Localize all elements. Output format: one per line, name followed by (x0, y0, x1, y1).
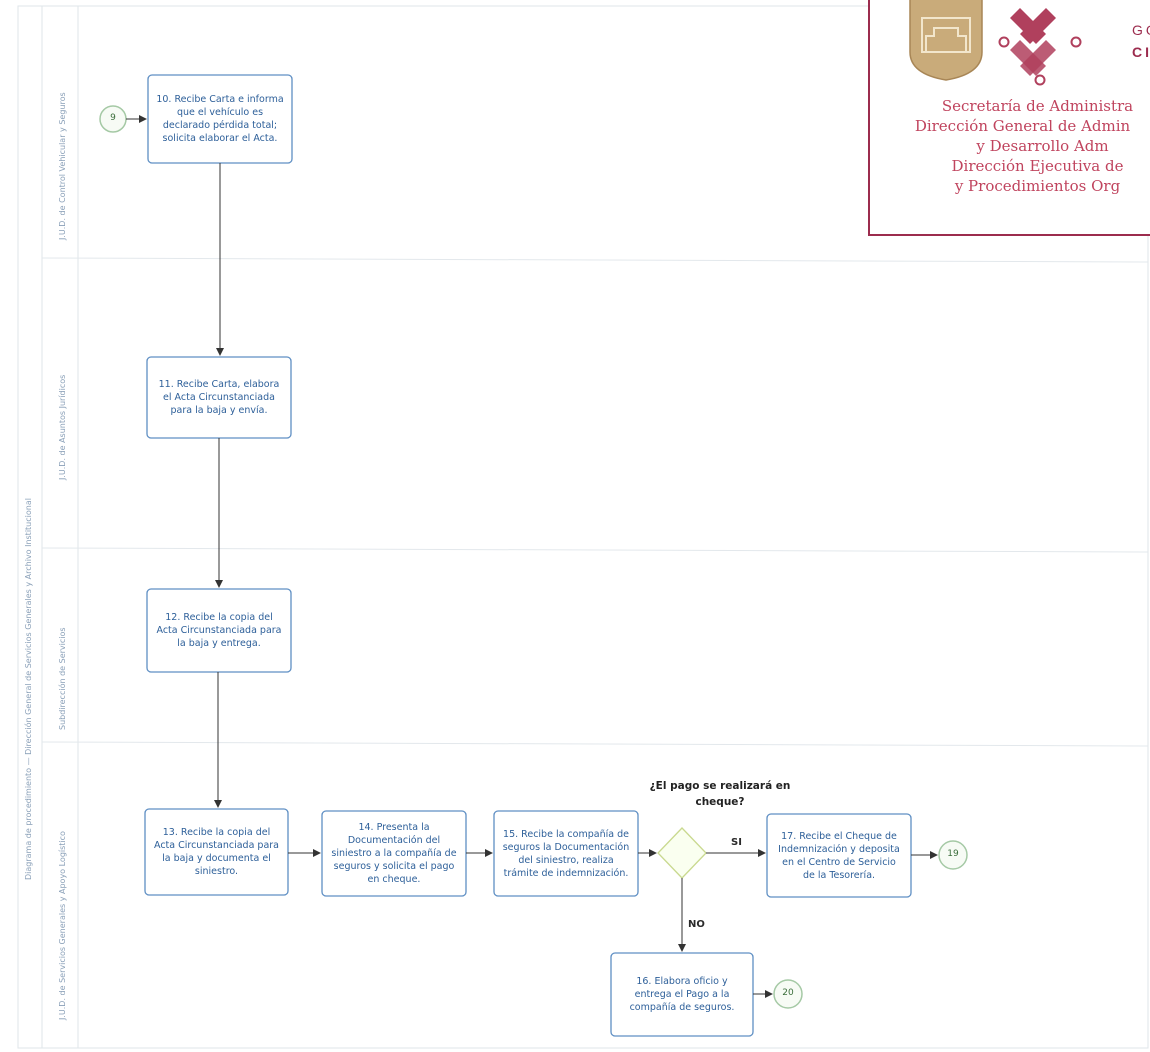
decision-yes-label: SI (731, 837, 742, 848)
task-10-text: 10. Recibe Carta e informa que el vehícu… (156, 94, 284, 144)
task-15-text: 15. Recibe la compañía de seguros la Doc… (502, 828, 630, 879)
task-17-text: 17. Recibe el Cheque de Indemnización y … (778, 830, 900, 881)
connector-in-label: 9 (110, 113, 116, 123)
task-11-text: 11. Recibe Carta, elabora el Acta Circun… (158, 379, 280, 416)
agency-line-1: Secretaría de Administra (941, 97, 1134, 115)
lane-divider-1 (41, 257, 1149, 263)
logo-emblems (909, 0, 1082, 86)
task-13-text: 13. Recibe la copia del Acta Circunstanc… (153, 827, 279, 877)
agency-line-4: Dirección Ejecutiva de (951, 157, 1124, 175)
coat-of-arms-icon (909, 0, 983, 81)
task-16-text: 16. Elabora oficio y entrega el Pago a l… (629, 976, 735, 1013)
lane-label-1: J.U.D. de Control Vehicular y Seguros (58, 92, 67, 240)
connector-19-circle (938, 840, 968, 870)
agency-line-3: y Desarrollo Adm (976, 137, 1109, 155)
decision-question: ¿El pago se realizará en cheque? (649, 780, 791, 808)
lane-divider-3 (41, 741, 1149, 747)
gob-heading: GO (1132, 22, 1150, 38)
cdmx-emblem-icon (998, 8, 1082, 86)
task-14-text: 14. Presenta la Documentación del sinies… (331, 822, 457, 885)
connector-20-label: 20 (782, 988, 794, 998)
pool-border (17, 5, 1149, 1049)
lane-label-3: Subdirección de Servicios (58, 627, 67, 730)
task-box-13 (144, 808, 289, 896)
government-logo-block: GO CI Secretaría de Administra Dirección… (868, 0, 1150, 236)
connector-20-circle (773, 979, 803, 1009)
ci-heading: CI (1132, 44, 1150, 60)
connector-19-label: 19 (947, 849, 959, 859)
task-box-12 (146, 588, 292, 673)
agency-line-5: y Procedimientos Org (954, 177, 1121, 195)
decision-no-label: NO (688, 919, 705, 930)
lane-divider-2 (41, 547, 1149, 553)
decision-diamond (657, 827, 707, 879)
agency-text: Secretaría de Administra Dirección Gener… (870, 96, 1150, 196)
pool-label: Diagrama de procedimiento — Dirección Ge… (24, 498, 33, 880)
lane-label-4: J.U.D. de Servicios Generales y Apoyo Lo… (58, 831, 67, 1020)
task-12-text: 12. Recibe la copia del Acta Circunstanc… (156, 612, 282, 649)
lane-label-2: J.U.D. de Asuntos Jurídicos (58, 374, 67, 480)
agency-line-2: Dirección General de Admin (914, 117, 1131, 135)
